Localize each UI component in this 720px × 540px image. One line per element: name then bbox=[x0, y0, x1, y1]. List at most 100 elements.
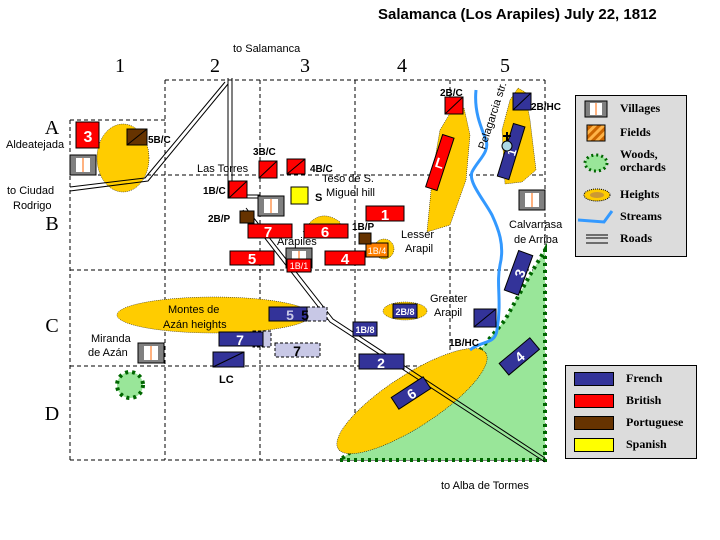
french-light-cavalry[interactable] bbox=[212, 351, 245, 368]
british-division-5[interactable] bbox=[229, 250, 275, 266]
label-5bc: 5B/C bbox=[148, 135, 171, 146]
village-icon bbox=[584, 100, 608, 117]
french-division-4[interactable] bbox=[498, 337, 541, 376]
british-division-7[interactable] bbox=[247, 223, 293, 239]
road-to-salamanca bbox=[227, 78, 260, 199]
british-swatch bbox=[574, 393, 614, 408]
portuguese-brigade-1bp[interactable] bbox=[358, 232, 372, 245]
roads-icon bbox=[586, 234, 608, 243]
french-ghost-7b bbox=[274, 342, 321, 358]
french-division-7[interactable] bbox=[218, 331, 264, 347]
label-calvarrasa-2: de Arriba bbox=[514, 234, 559, 246]
british-division-4[interactable] bbox=[324, 250, 366, 266]
french-brigade-2b8[interactable] bbox=[392, 303, 418, 319]
french-cavalry-1bhc[interactable] bbox=[473, 308, 497, 328]
woods-icon bbox=[583, 153, 609, 173]
label-calvarrasa-1: Calvarrasa bbox=[509, 219, 563, 231]
heights-icon bbox=[583, 188, 611, 201]
row-label-b: B bbox=[45, 213, 58, 235]
british-cavalry-2bc[interactable] bbox=[444, 96, 464, 115]
label-1bhc: 1B/HC bbox=[449, 338, 479, 349]
legend-spanish: Spanish bbox=[626, 437, 667, 451]
label-miranda-1: Miranda bbox=[91, 333, 132, 345]
french-brigade-1b8-label: 1B/8 bbox=[355, 325, 374, 335]
british-division-6[interactable] bbox=[303, 223, 349, 239]
label-to-alba-de-tormes: to Alba de Tormes bbox=[441, 480, 529, 492]
column-label-1: 1 bbox=[115, 55, 125, 77]
british-brigade-1b4-label: 1B/4 bbox=[368, 246, 387, 256]
french-division-5-destination-label: 5 bbox=[301, 307, 309, 323]
spanish-swatch bbox=[574, 437, 614, 452]
label-greater-arapil-2: Arapil bbox=[434, 307, 462, 319]
british-division-3[interactable] bbox=[75, 121, 100, 149]
french-division-6[interactable] bbox=[390, 376, 432, 410]
french-swatch bbox=[574, 371, 614, 386]
legend-french: French bbox=[626, 371, 663, 385]
legend-streams: Streams bbox=[620, 209, 662, 223]
label-1bp: 1B/P bbox=[352, 222, 375, 233]
label-teso-1: Teso de S. bbox=[322, 173, 374, 185]
label-lesser-arapil-1: Lesser bbox=[401, 229, 434, 241]
british-division-5-label: 5 bbox=[248, 251, 256, 268]
legend-villages: Villages bbox=[620, 101, 661, 115]
french-division-7-destination-label: 7 bbox=[293, 343, 301, 359]
label-las-torres: Las Torres bbox=[197, 163, 249, 175]
british-division-6-label: 6 bbox=[321, 224, 329, 241]
column-label-4: 4 bbox=[397, 55, 407, 77]
british-division-3-label: 3 bbox=[84, 129, 93, 146]
label-arapiles: Arapiles bbox=[277, 236, 317, 248]
fields-icon bbox=[586, 124, 606, 141]
column-label-2: 2 bbox=[210, 55, 220, 77]
marmont-wounded-marker bbox=[501, 132, 513, 152]
legend-portuguese: Portuguese bbox=[626, 415, 684, 429]
label-montes-1: Montes de bbox=[168, 304, 219, 316]
british-cavalry-1bc[interactable] bbox=[228, 180, 248, 199]
french-division-7-label: 7 bbox=[236, 332, 244, 348]
label-1bc: 1B/C bbox=[203, 186, 226, 197]
legend-heights: Heights bbox=[620, 187, 660, 201]
label-lc: LC bbox=[219, 374, 234, 386]
legend-british: British bbox=[626, 393, 662, 407]
french-division-2[interactable] bbox=[358, 353, 405, 370]
label-2bc: 2B/C bbox=[440, 88, 463, 99]
french-cavalry-2bhc[interactable] bbox=[512, 92, 532, 111]
legend-fields: Fields bbox=[620, 125, 651, 139]
column-label-3: 3 bbox=[300, 55, 310, 77]
heights-lesser-arapil bbox=[426, 107, 471, 233]
woods-area-miranda bbox=[115, 370, 145, 400]
french-division-2-label: 2 bbox=[377, 355, 385, 371]
french-brigade-1b8[interactable] bbox=[352, 321, 378, 337]
row-label-d: D bbox=[45, 403, 59, 425]
label-greater-arapil-1: Greater bbox=[430, 293, 468, 305]
label-4bc: 4B/C bbox=[310, 164, 333, 175]
british-division-7-label: 7 bbox=[264, 224, 272, 241]
spanish-unit[interactable] bbox=[290, 186, 309, 205]
british-brigade-1b4[interactable] bbox=[365, 242, 389, 258]
legend-woods: Woods, orchards bbox=[620, 147, 666, 174]
british-cavalry-3bc[interactable] bbox=[258, 160, 278, 179]
label-lesser-arapil-2: Arapil bbox=[405, 243, 433, 255]
woods-area-southeast bbox=[334, 242, 547, 462]
army-legend: French British Portuguese Spanish bbox=[565, 365, 697, 459]
french-division-3[interactable] bbox=[503, 249, 534, 296]
label-teso-2: Miguel hill bbox=[326, 187, 375, 199]
british-division-1[interactable] bbox=[365, 205, 405, 222]
portuguese-cavalry-5bc[interactable] bbox=[126, 128, 148, 146]
portuguese-brigade-2bp[interactable] bbox=[239, 210, 255, 224]
british-division-1-label: 1 bbox=[381, 207, 389, 224]
british-brigade-1b1[interactable] bbox=[286, 258, 312, 273]
french-division-1-label: 1 bbox=[504, 147, 519, 158]
british-light-division[interactable] bbox=[425, 133, 455, 192]
british-cavalry-4bc[interactable] bbox=[286, 158, 306, 175]
label-2bp: 2B/P bbox=[208, 214, 231, 225]
label-2bhc: 2B/HC bbox=[531, 102, 561, 113]
stream-pelagarcia bbox=[469, 89, 504, 352]
label-aldeatejada: Aldeatejada bbox=[6, 139, 65, 151]
french-division-5[interactable] bbox=[268, 306, 308, 322]
legend-roads: Roads bbox=[620, 231, 653, 245]
label-miranda-2: de Azán bbox=[88, 347, 128, 359]
road-to-alba-de-tormes bbox=[242, 209, 546, 463]
stream-icon bbox=[577, 209, 614, 224]
british-division-4-label: 4 bbox=[341, 251, 350, 268]
